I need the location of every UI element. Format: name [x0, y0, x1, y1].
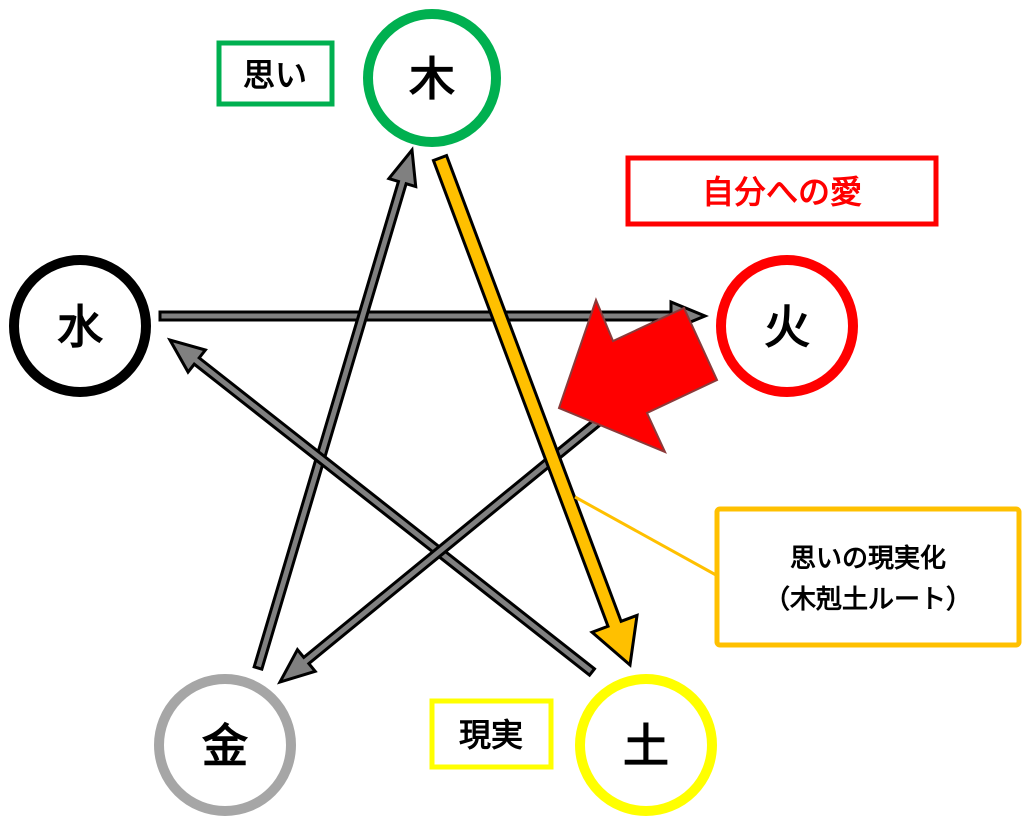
- water-label: 水: [57, 300, 104, 354]
- metal-circle: [154, 674, 296, 816]
- fire-circle: [716, 255, 858, 397]
- wood-circle: [363, 9, 501, 147]
- wood-label: 木: [409, 52, 455, 106]
- arrows-layer: [158, 146, 709, 685]
- element-earth: 土: [575, 674, 717, 816]
- arrow-earth-to-water: [166, 337, 597, 678]
- thought-label-box: 思い: [216, 40, 335, 107]
- callout-box: 思いの現実化 （木剋土ルート）: [714, 506, 1022, 648]
- callout-line2: （木剋土ルート）: [764, 585, 972, 615]
- callout-line1: 思いの現実化: [790, 543, 946, 574]
- arrow-metal-to-wood: [252, 146, 418, 672]
- arrow-water-to-fire: [158, 299, 709, 333]
- arrow-wood-to-earth: [431, 153, 639, 668]
- earth-label: 土: [623, 719, 669, 773]
- element-fire: 火: [716, 255, 858, 397]
- reality-label-box: 現実: [429, 698, 554, 770]
- element-water: 水: [9, 255, 151, 397]
- self-love-label-box: 自分への愛: [625, 155, 939, 227]
- big-red-arrow: [557, 297, 719, 454]
- water-circle: [9, 255, 151, 397]
- self-love-text: 自分への愛: [702, 173, 862, 211]
- thought-text: 思い: [243, 56, 307, 94]
- element-wood: 木: [363, 9, 501, 147]
- earth-circle: [575, 674, 717, 816]
- callout-connector: [574, 495, 717, 577]
- element-metal: 金: [154, 674, 296, 816]
- fire-label: 火: [764, 300, 810, 354]
- metal-label: 金: [201, 719, 249, 773]
- reality-text: 現実: [459, 716, 523, 754]
